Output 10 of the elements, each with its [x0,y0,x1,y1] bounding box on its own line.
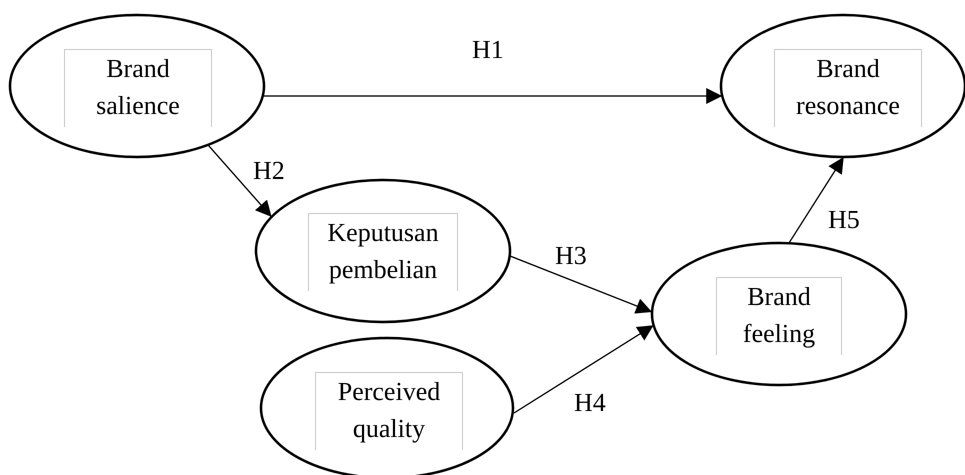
arrow [208,144,272,218]
construct-label: Keputusan pembelian [308,213,458,291]
construct-label: Brand salience [64,49,212,127]
arrow [514,324,654,414]
construct-label: Brand resonance [774,49,922,127]
construct-label: Perceived quality [315,372,463,450]
construct-label: Brand feeling [716,277,842,355]
arrow [262,88,722,104]
arrow [788,156,844,244]
arrow [509,255,652,314]
